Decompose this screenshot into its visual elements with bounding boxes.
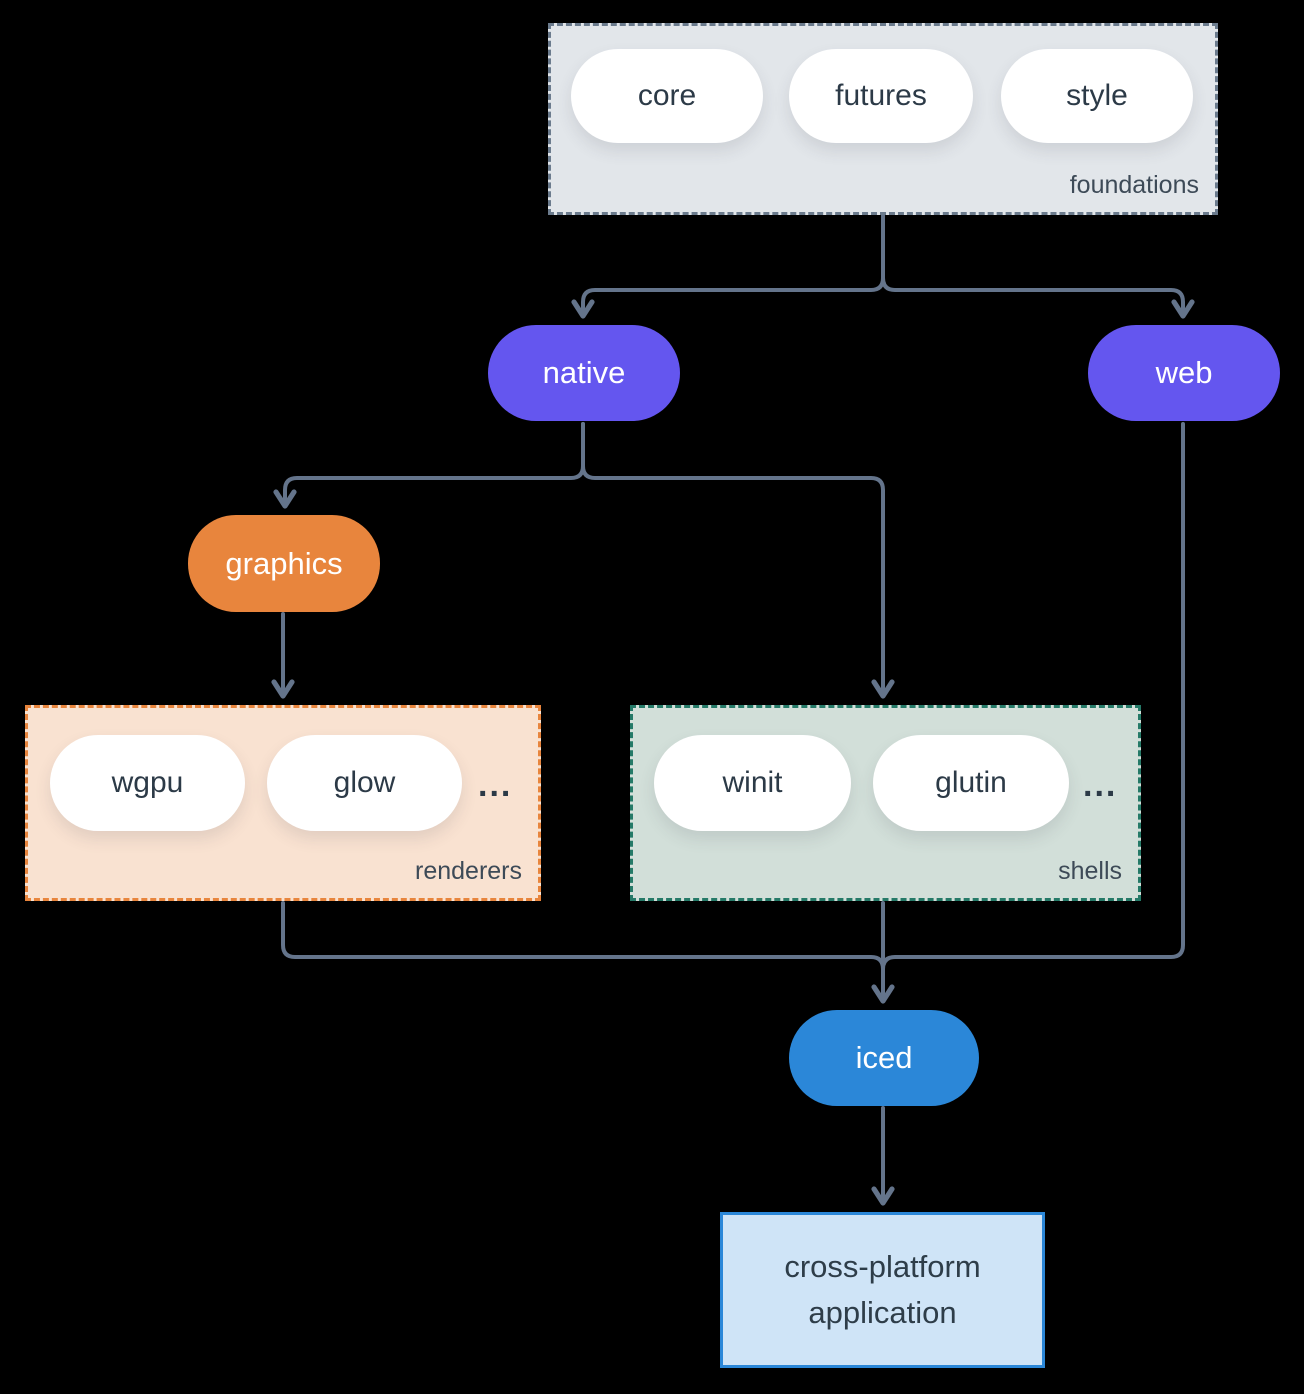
group-shells-label: shells <box>1058 857 1122 885</box>
node-application: cross-platform application <box>720 1212 1045 1368</box>
group-foundations-label: foundations <box>1069 171 1199 199</box>
node-graphics: graphics <box>188 515 380 612</box>
node-core: core <box>571 49 763 143</box>
node-glutin: glutin <box>873 735 1069 831</box>
node-style: style <box>1001 49 1193 143</box>
node-wgpu: wgpu <box>50 735 245 831</box>
renderers-ellipsis: ... <box>478 766 513 804</box>
node-winit: winit <box>654 735 851 831</box>
group-renderers-label: renderers <box>415 857 522 885</box>
node-futures-label: futures <box>835 79 927 112</box>
node-native-label: native <box>542 355 626 390</box>
edge-foundations-web <box>881 214 1195 319</box>
node-style-label: style <box>1066 79 1128 112</box>
node-iced: iced <box>789 1010 979 1106</box>
node-glutin-label: glutin <box>935 766 1007 799</box>
node-web: web <box>1088 325 1280 421</box>
node-web-label: web <box>1155 355 1213 390</box>
node-glow-label: glow <box>333 766 396 799</box>
edge-native-shells <box>581 422 895 699</box>
edge-renderers-merge <box>281 901 885 992</box>
edge-native-graphics <box>273 422 585 509</box>
node-iced-label: iced <box>855 1040 913 1075</box>
node-wgpu-label: wgpu <box>111 766 184 799</box>
node-application-label: cross-platform application <box>784 1249 981 1330</box>
node-glow: glow <box>267 735 462 831</box>
node-native: native <box>488 325 680 421</box>
node-graphics-label: graphics <box>225 545 343 581</box>
edge-foundations-native <box>571 214 885 319</box>
shells-ellipsis: ... <box>1083 766 1118 804</box>
node-core-label: core <box>637 79 697 112</box>
node-futures: futures <box>789 49 973 143</box>
node-winit-label: winit <box>722 766 783 799</box>
